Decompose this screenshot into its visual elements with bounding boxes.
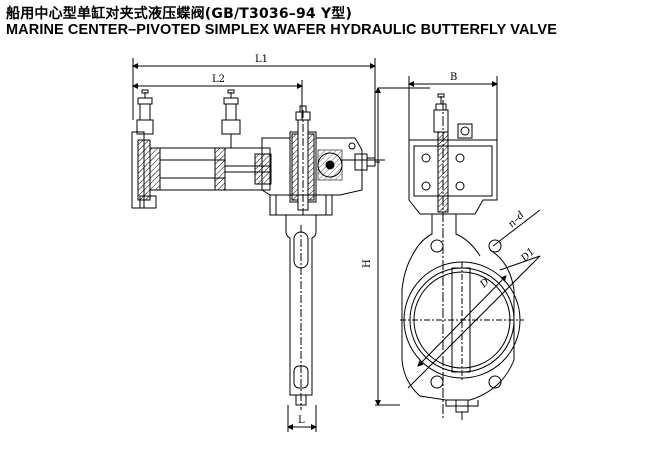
lug-bottom-right	[488, 375, 502, 389]
label-b: B	[450, 72, 457, 83]
hydraulic-cylinder	[149, 147, 271, 191]
label-l: L	[298, 415, 305, 426]
label-h: H	[362, 259, 373, 268]
actuator-front	[408, 139, 498, 215]
label-n-d: n–d	[506, 210, 526, 230]
front-view	[375, 76, 541, 420]
page-title-english: MARINE CENTER–PIVOTED SIMPLEX WAFER HYDR…	[6, 22, 557, 38]
side-view	[131, 58, 400, 432]
page-title-chinese: 船用中心型单缸对夹式液压蝶阀(GB/T3036–94 Y型)	[6, 6, 353, 22]
label-l1: L1	[255, 54, 268, 65]
top-port-fitting	[433, 109, 449, 133]
mounting-flange	[269, 194, 333, 216]
label-l2: L2	[212, 74, 225, 85]
vent-fitting	[354, 153, 368, 171]
actuator-housing	[261, 137, 363, 196]
label-d: D	[478, 277, 492, 291]
bottom-plug	[295, 394, 307, 406]
lug-top-right	[488, 239, 502, 253]
lug-bottom-left	[430, 375, 444, 389]
lug-top-left	[430, 239, 444, 253]
dim-line-d	[417, 275, 507, 367]
port-fitting-right	[221, 119, 241, 135]
